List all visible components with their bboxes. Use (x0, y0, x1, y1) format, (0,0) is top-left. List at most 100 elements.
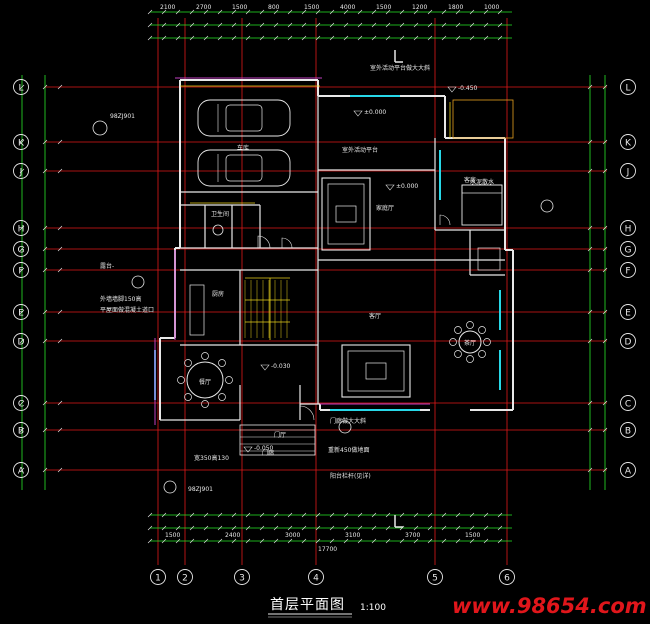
dimension-tick (147, 512, 153, 518)
car-icon (197, 99, 291, 137)
dimension-tick (231, 35, 237, 41)
sofa-family-table (335, 205, 357, 223)
dimension-tick (57, 427, 63, 433)
dimension-tick (259, 35, 265, 41)
dimension-tick (161, 538, 167, 544)
dimension-tick (427, 525, 433, 531)
dimension-tick (315, 538, 321, 544)
dimension-tick (273, 538, 279, 544)
bed (461, 184, 503, 226)
dimension-tick (259, 22, 265, 28)
tea-table (458, 330, 482, 354)
dimension-text-total: 17700 (318, 546, 337, 553)
dimension-tick (497, 9, 503, 15)
dining-table-chair (177, 376, 185, 384)
door-swing (281, 237, 293, 249)
axis-label-6: 6 (504, 574, 510, 584)
door-swing (257, 235, 271, 249)
dimension-tick (441, 22, 447, 28)
dimension-tick (189, 22, 195, 28)
axis-bubble-1 (150, 569, 166, 585)
dimension-tick (469, 512, 475, 518)
dining-table-chair (225, 376, 233, 384)
axis-bubble-F (620, 262, 636, 278)
dimension-tick (587, 84, 593, 90)
dimension-tick (455, 22, 461, 28)
detail-callout (92, 120, 108, 136)
dimension-tick (57, 84, 63, 90)
dimension-tick (161, 35, 167, 41)
axis-bubble-3 (234, 569, 250, 585)
dimension-tick (147, 9, 153, 15)
dimension-tick (343, 9, 349, 15)
dimension-tick (217, 9, 223, 15)
dimension-tick (57, 338, 63, 344)
dimension-tick (413, 22, 419, 28)
axis-bubble-E (620, 304, 636, 320)
dimension-tick (245, 35, 251, 41)
level-marker (353, 110, 363, 117)
dimension-tick (371, 35, 377, 41)
terrace-outline (452, 99, 514, 139)
dimension-text-top: 2100 (160, 4, 175, 11)
tea-table-chair (478, 326, 486, 334)
car-body (197, 99, 291, 137)
dimension-tick (427, 22, 433, 28)
dimension-tick (217, 525, 223, 531)
dimension-text-bottom: 1500 (465, 532, 480, 539)
dimension-tick (161, 525, 167, 531)
axis-bubble-H (13, 220, 29, 236)
dimension-tick (343, 22, 349, 28)
axis-bubble-C (620, 395, 636, 411)
dimension-tick (217, 538, 223, 544)
dimension-tick (469, 525, 475, 531)
dimension-tick (602, 139, 608, 145)
car-body (197, 149, 291, 187)
door-swing (439, 214, 451, 226)
level-marker (243, 446, 253, 453)
dimension-tick (42, 309, 48, 315)
dimension-tick (19, 400, 25, 406)
dimension-tick (175, 9, 181, 15)
dimension-tick (57, 400, 63, 406)
level-text: ±0.000 (396, 183, 418, 190)
axis-bubble-D (13, 333, 29, 349)
axis-label-H: H (18, 225, 25, 235)
dimension-tick (371, 512, 377, 518)
detail-callout (131, 275, 145, 289)
dimension-tick (315, 9, 321, 15)
dimension-tick (147, 35, 153, 41)
dimension-tick (203, 9, 209, 15)
axis-label-F: F (625, 267, 630, 277)
car-roof (225, 154, 263, 182)
axis-label-K: K (625, 139, 632, 149)
dimension-tick (217, 22, 223, 28)
dimension-tick (497, 525, 503, 531)
dimension-tick (385, 525, 391, 531)
dimension-tick (259, 538, 265, 544)
dimension-text-top: 1000 (484, 4, 499, 11)
dimension-tick (301, 35, 307, 41)
dimension-tick (413, 538, 419, 544)
tea-table-chair (478, 350, 486, 358)
sofa-living-cushion (347, 350, 405, 392)
annotation-note: 外墙墙脚150高 (100, 295, 141, 303)
dimension-tick (587, 267, 593, 273)
dining-table-chair (184, 393, 192, 401)
dimension-tick (42, 84, 48, 90)
dimension-tick (413, 9, 419, 15)
level-text: -0.450 (458, 85, 478, 92)
axis-label-J: J (19, 168, 23, 178)
dimension-tick (147, 22, 153, 28)
axis-label-G: G (625, 246, 632, 256)
dimension-tick (587, 427, 593, 433)
axis-label-J: J (626, 168, 630, 178)
dimension-tick (602, 267, 608, 273)
dimension-tick (259, 9, 265, 15)
dimension-tick (19, 139, 25, 145)
dining-table-chair (201, 400, 209, 408)
axis-bubble-A (620, 462, 636, 478)
dining-table-chair (184, 359, 192, 367)
detail-callout (163, 480, 177, 494)
